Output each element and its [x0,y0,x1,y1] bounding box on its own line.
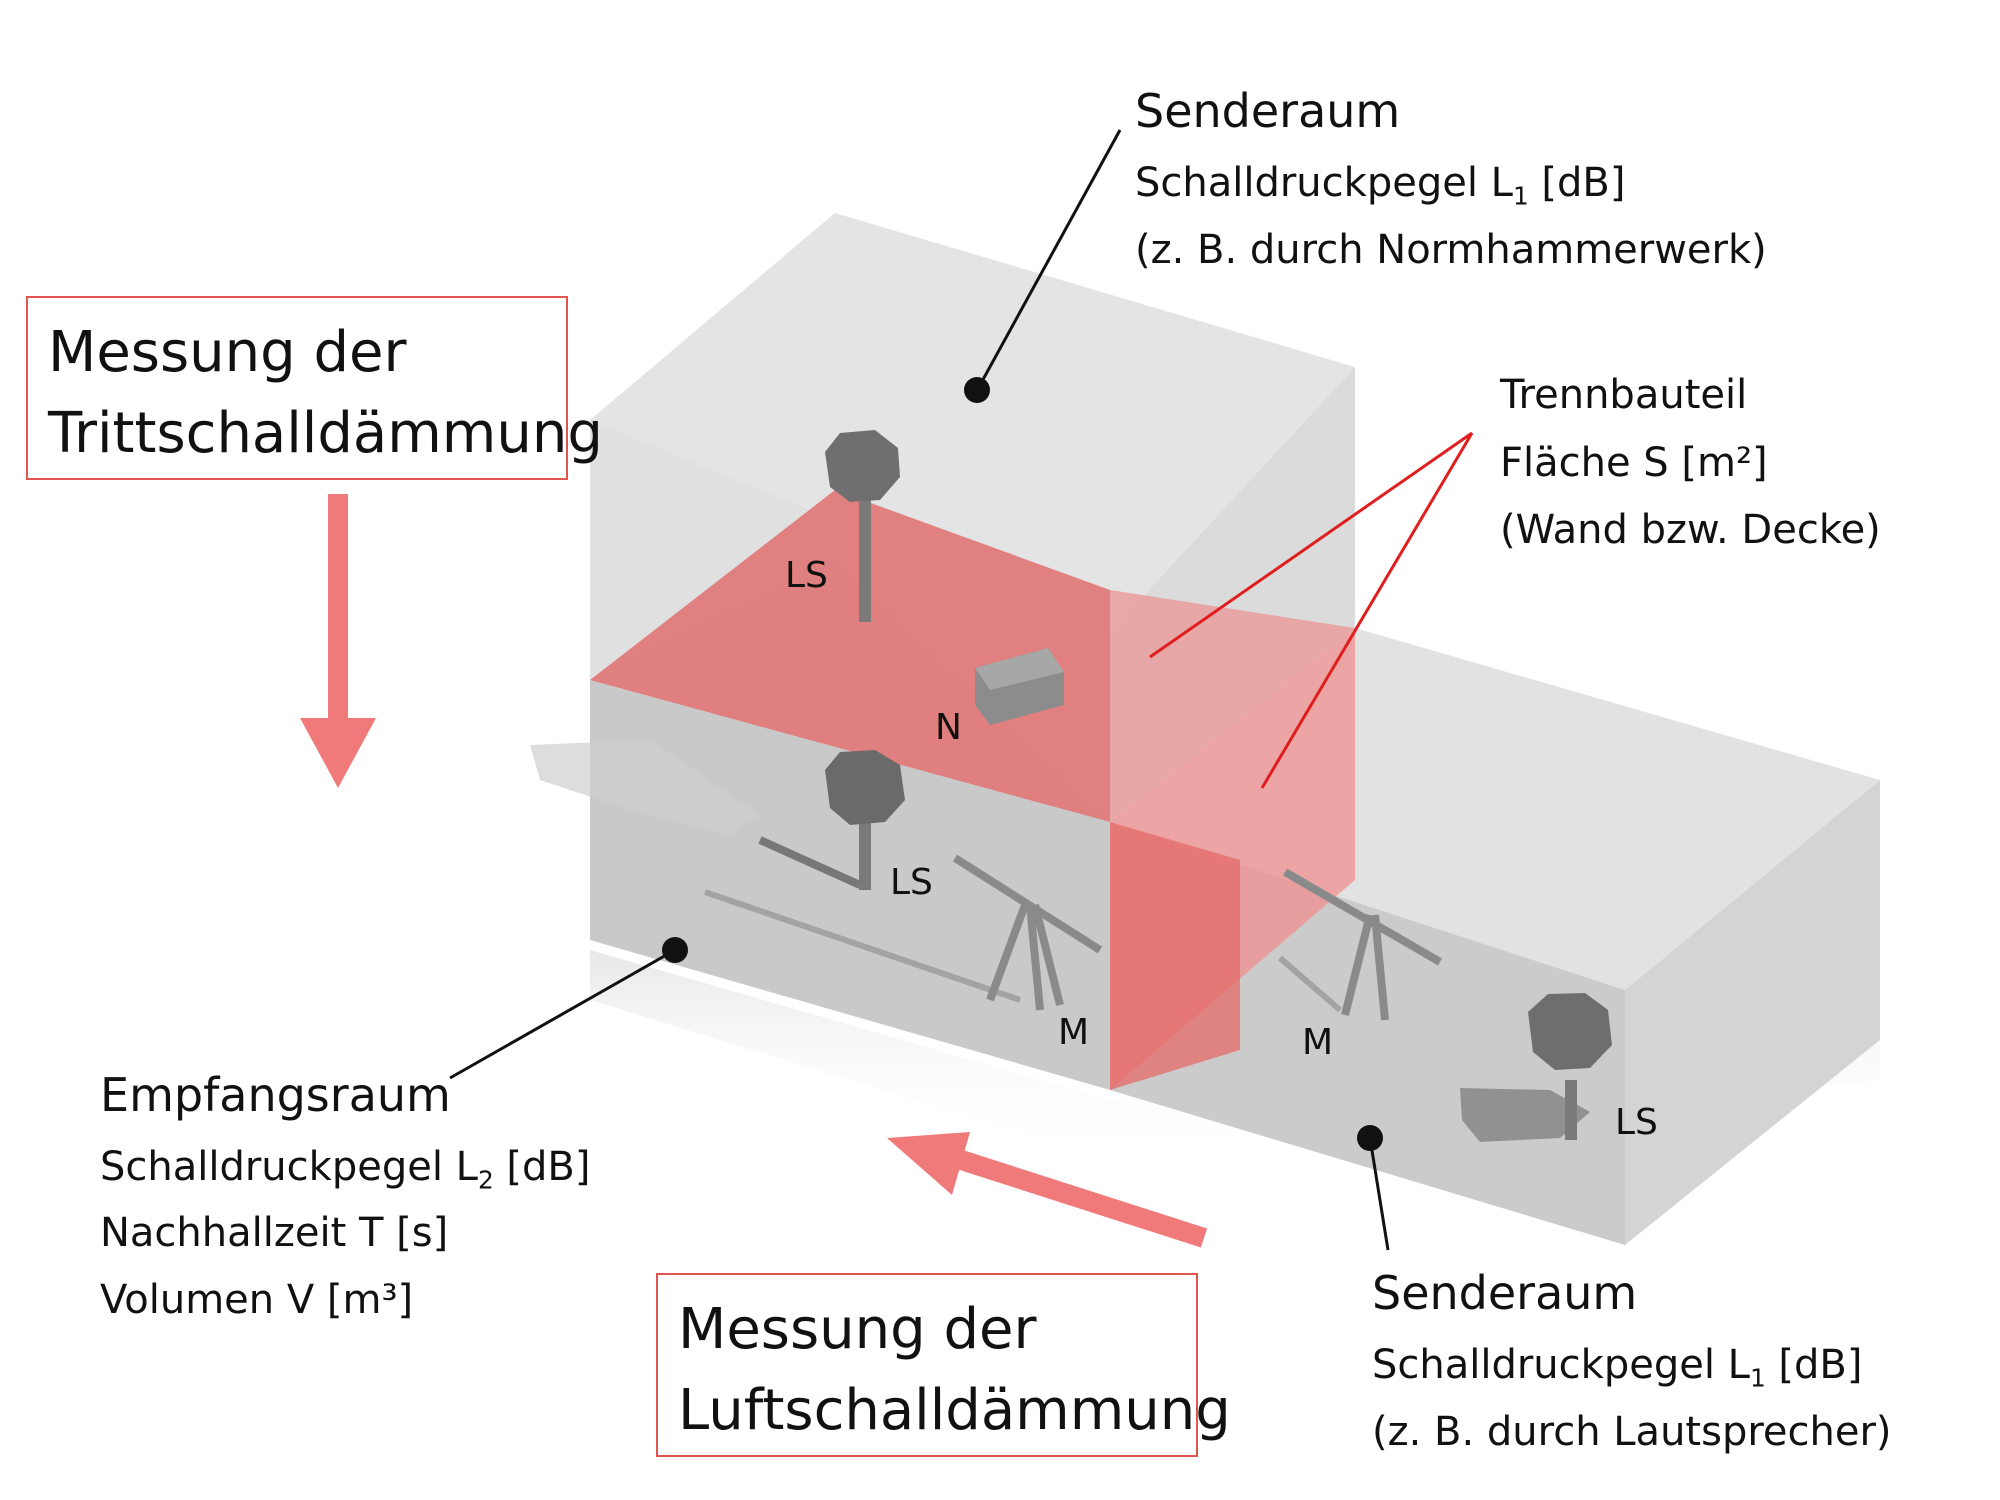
luft-box-line1: Messung der [678,1297,1037,1362]
empfangsraum-line2: Nachhallzeit T [s] [100,1210,449,1256]
tritt-box-line1: Messung der [48,320,407,385]
empfangsraum-line1: Schalldruckpegel L2 [dB] [100,1144,591,1193]
m-right-label: M [1302,1022,1334,1063]
ls-lower-label: LS [890,862,933,903]
tritt-box-line2: Trittschalldämmung [48,401,603,467]
right-room-side-wall [1625,780,1880,1245]
senderaum-bottom-line1-post: [dB] [1765,1342,1863,1388]
m-left-label: M [1058,1012,1090,1053]
empfangsraum-line1-post: [dB] [493,1144,591,1190]
luft-box-line2: Luftschalldämmung [678,1378,1231,1444]
empfangsraum-line3: Volumen V [m³] [100,1277,414,1323]
ls-upper-label: LS [785,555,828,596]
senderaum-top-line1-pre: Schalldruckpegel L [1135,160,1513,206]
upper-room-top [590,213,1355,632]
senderaum-top-line1-sub: 1 [1512,181,1529,211]
ceiling-partition [590,490,1110,822]
senderaum-bottom-line1-sub: 1 [1749,1363,1766,1393]
trennbauteil-line2: (Wand bzw. Decke) [1500,507,1881,553]
empfangsraum-title: Empfangsraum [100,1068,451,1122]
separating-element [590,490,1355,1090]
senderaum-top-line1: Schalldruckpegel L1 [dB] [1135,160,1626,209]
luft-box: Messung der Luftschalldämmung [656,1273,1231,1457]
senderaum-bottom-title: Senderaum [1372,1266,1638,1320]
loudspeaker-right [1460,993,1612,1142]
ceiling-partition-right [1110,590,1355,822]
luft-arrow [887,1132,1208,1248]
loudspeaker-lower [530,740,905,890]
microphone-left [704,854,1103,1011]
n-label: N [935,707,962,748]
wall-partition-front [1110,822,1240,1090]
empfangsraum-line1-sub: 2 [477,1165,494,1195]
senderaum-bottom-line2: (z. B. durch Lautsprecher) [1372,1409,1892,1455]
senderaum-top-line2: (z. B. durch Normhammerwerk) [1135,227,1767,273]
microphone-right [1278,868,1443,1021]
tritt-box: Messung der Trittschalldämmung [26,296,603,480]
tritt-arrow [300,494,376,788]
senderaum-bottom-line1-pre: Schalldruckpegel L [1372,1342,1750,1388]
senderaum-top-line1-post: [dB] [1528,160,1626,206]
empfangsraum-line1-pre: Schalldruckpegel L [100,1144,478,1190]
leader-lines [449,129,1474,1251]
tapping-machine [975,648,1064,725]
ls-right-label: LS [1615,1102,1658,1143]
loudspeaker-upper [825,430,900,622]
senderaum-bottom-line1: Schalldruckpegel L1 [dB] [1372,1342,1863,1391]
trennbauteil-title: Trennbauteil [1500,372,1748,418]
trennbauteil-line1: Fläche S [m²] [1500,440,1768,486]
senderaum-top-title: Senderaum [1135,84,1401,138]
